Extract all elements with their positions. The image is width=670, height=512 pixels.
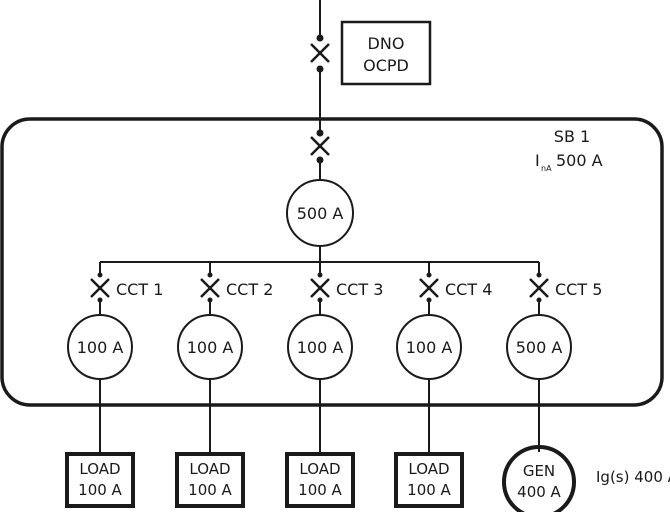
load-box bbox=[65, 452, 135, 508]
circuit-breaker-icon bbox=[90, 278, 110, 298]
circuit-branch: CCT 4 100 A LOAD 100 A bbox=[394, 262, 492, 508]
connection-dot bbox=[536, 272, 542, 278]
circuit-device-label: 100 A bbox=[297, 338, 344, 357]
circuit-branch: CCT 1 100 A LOAD 100 A bbox=[65, 262, 163, 508]
circuit-name: CCT 4 bbox=[445, 280, 492, 299]
connection-dot bbox=[316, 34, 324, 42]
dno-label-line1: DNO bbox=[368, 34, 405, 53]
generator-circle bbox=[502, 445, 576, 512]
connection-dot bbox=[316, 129, 324, 137]
load-label-line2: 100 A bbox=[78, 481, 122, 499]
load-box bbox=[285, 452, 355, 508]
circuit-breaker-icon bbox=[310, 278, 330, 298]
circuit-device-label: 100 A bbox=[406, 338, 453, 357]
load-label-line2: 100 A bbox=[298, 481, 342, 499]
load-box bbox=[394, 452, 464, 508]
circuit-name: CCT 1 bbox=[116, 280, 163, 299]
main-breaker-icon bbox=[310, 136, 330, 156]
generator-label-line1: GEN bbox=[523, 462, 555, 480]
connection-dot bbox=[207, 272, 213, 278]
connection-dot bbox=[97, 272, 103, 278]
load-box bbox=[175, 452, 245, 508]
circuit-branch: CCT 2 100 A LOAD 100 A bbox=[175, 262, 273, 508]
circuit-name: CCT 5 bbox=[555, 280, 602, 299]
rating-subscript: nA bbox=[541, 164, 552, 173]
circuit-branch: CCT 3 100 A LOAD 100 A bbox=[285, 262, 383, 508]
circuit-device-label: 100 A bbox=[77, 338, 124, 357]
load-label-line1: LOAD bbox=[79, 460, 120, 478]
circuit-breaker-icon bbox=[200, 278, 220, 298]
load-label-line1: LOAD bbox=[299, 460, 340, 478]
switchboard-name: SB 1 bbox=[554, 127, 590, 146]
load-label-line2: 100 A bbox=[188, 481, 232, 499]
connection-dot bbox=[426, 272, 432, 278]
circuit-device-label: 500 A bbox=[516, 338, 563, 357]
switchboard-enclosure bbox=[0, 117, 664, 407]
circuit-name: CCT 3 bbox=[336, 280, 383, 299]
rating-symbol: I bbox=[535, 151, 540, 170]
main-device-label: 500 A bbox=[297, 204, 344, 223]
circuit-name: CCT 2 bbox=[226, 280, 273, 299]
circuit-device-label: 100 A bbox=[187, 338, 234, 357]
circuit-breaker-icon bbox=[529, 278, 549, 298]
load-label-line1: LOAD bbox=[189, 460, 230, 478]
load-label-line2: 100 A bbox=[407, 481, 451, 499]
generator-note: Ig(s) 400 A bbox=[596, 468, 670, 486]
dno-label-line2: OCPD bbox=[363, 56, 409, 75]
dno-breaker-icon bbox=[310, 43, 330, 63]
rating-value: 500 A bbox=[556, 151, 603, 170]
circuit-branch: CCT 5 500 A GEN 400 A bbox=[502, 262, 602, 512]
dno-ocpd-box bbox=[340, 20, 432, 86]
load-label-line1: LOAD bbox=[408, 460, 449, 478]
circuit-breaker-icon bbox=[419, 278, 439, 298]
connection-dot bbox=[317, 272, 323, 278]
generator-label-line2: 400 A bbox=[517, 483, 561, 501]
